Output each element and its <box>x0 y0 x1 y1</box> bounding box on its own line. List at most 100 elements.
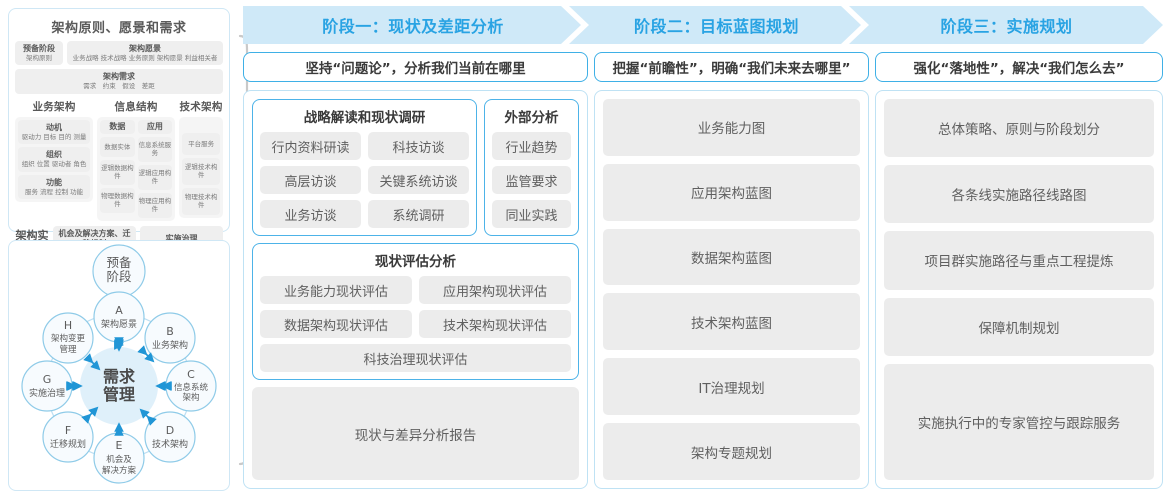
adm-center-line2: 管理 <box>103 385 135 404</box>
adm-cycle-panel: 预备 阶段 需求 管理 A 架构愿景 B 业务架构 C 信息系统 架构 <box>8 240 230 491</box>
togaf-biz-g2-title: 功能 <box>46 177 63 187</box>
togaf-top-row: 预备阶段 架构原则 架构愿景 业务战略 技术战略 业务原则 架构愿景 利益相关者 <box>15 41 223 66</box>
phase-2-item[interactable]: 业务能力图 <box>603 99 860 156</box>
phase-3-item[interactable]: 项目群实施路径与重点工程提炼 <box>884 231 1154 290</box>
phase-2-item[interactable]: IT治理规划 <box>603 358 860 416</box>
togaf-col-info-head: 信息结构 <box>114 100 158 113</box>
adm-node-g-key: G <box>43 373 52 386</box>
assessment-chip[interactable]: 业务能力现状评估 <box>260 276 412 304</box>
togaf-biz-group: 功能 服务 流程 控制 功能 <box>18 174 91 200</box>
phase-2-slogan: 把握“前瞻性”，明确“我们未来去哪里” <box>594 52 869 82</box>
togaf-prep-cell: 预备阶段 架构原则 <box>15 41 63 66</box>
assessment-card: 现状评估分析 业务能力现状评估 应用架构现状评估 数据架构现状评估 技术架构现状… <box>252 243 579 380</box>
assessment-chip[interactable]: 数据架构现状评估 <box>260 310 412 338</box>
togaf-requirements-cell: 架构需求 需求 约束 假设 差距 <box>15 69 223 94</box>
research-chip[interactable]: 业务访谈 <box>260 200 361 228</box>
phase-2-column: 把握“前瞻性”，明确“我们未来去哪里” 业务能力图 应用架构蓝图 数据架构蓝图 … <box>594 52 869 489</box>
togaf-three-columns: 业务架构 动机 驱动力 目标 目的 测量 组织 组织 位置 驱动者 角色 <box>15 99 223 221</box>
phase-1-column: 坚持“问题论”，分析我们当前在哪里 战略解读和现状调研 行内资料研读 科技访谈 … <box>243 52 588 489</box>
phase-3-item[interactable]: 实施执行中的专家管控与跟踪服务 <box>884 363 1154 481</box>
left-reference-column: 架构原则、愿景和需求 预备阶段 架构原则 架构愿景 业务战略 技术战略 业务原则… <box>8 8 254 491</box>
research-row: 高层访谈 关键系统访谈 <box>260 166 469 194</box>
phase-3-body: 总体策略、原则与阶段划分 各条线实施路径线路图 项目群实施路径与重点工程提炼 保… <box>875 90 1163 489</box>
adm-spokes-extra <box>66 345 172 391</box>
phase-2-item[interactable]: 技术架构蓝图 <box>603 293 860 351</box>
adm-prep-line2: 阶段 <box>106 269 131 284</box>
togaf-biz-g2-sub: 服务 流程 控制 功能 <box>24 187 84 196</box>
research-card: 战略解读和现状调研 行内资料研读 科技访谈 高层访谈 关键系统访谈 业务访谈 系… <box>252 99 477 236</box>
togaf-biz-g1-sub: 组织 位置 驱动者 角色 <box>21 160 87 169</box>
research-card-title: 战略解读和现状调研 <box>303 110 426 126</box>
adm-node-h-label2: 管理 <box>59 344 77 355</box>
phase-2-item-list: 业务能力图 应用架构蓝图 数据架构蓝图 技术架构蓝图 IT治理规划 架构专题规划 <box>603 99 860 480</box>
phase-1-body: 战略解读和现状调研 行内资料研读 科技访谈 高层访谈 关键系统访谈 业务访谈 系… <box>243 90 588 489</box>
togaf-info-app-item: 逻辑应用构件 <box>137 164 173 190</box>
gap-analysis-report-chip[interactable]: 现状与差异分析报告 <box>252 387 579 480</box>
adm-node-c-label2: 架构 <box>182 392 199 403</box>
phase-3-item[interactable]: 保障机制规划 <box>884 297 1154 356</box>
external-chip[interactable]: 同业实践 <box>492 200 571 228</box>
phase-2-item[interactable]: 架构专题规划 <box>603 423 860 480</box>
togaf-biz-group: 动机 驱动力 目标 目的 测量 <box>18 119 91 145</box>
research-chip[interactable]: 关键系统访谈 <box>368 166 469 194</box>
adm-node-c-key: C <box>187 368 195 381</box>
phase-1-slogan: 坚持“问题论”，分析我们当前在哪里 <box>243 52 588 82</box>
chevron-separator-2 <box>841 6 869 44</box>
togaf-info-data-item: 物理数据构件 <box>100 187 135 213</box>
togaf-tech-item: 逻辑技术构件 <box>182 157 220 185</box>
phase-3-item[interactable]: 各条线实施路径线路图 <box>884 165 1154 224</box>
togaf-prep-title: 预备阶段 <box>23 44 55 53</box>
togaf-col-tech-head: 技术架构 <box>179 100 223 113</box>
assessment-chip[interactable]: 科技治理现状评估 <box>260 344 571 372</box>
adm-node-a <box>93 291 145 343</box>
adm-node-b-key: B <box>166 325 174 338</box>
external-chip[interactable]: 监管要求 <box>492 166 571 194</box>
research-chip[interactable]: 系统调研 <box>368 200 469 228</box>
research-chip[interactable]: 行内资料研读 <box>260 132 361 160</box>
adm-node-d <box>144 411 196 463</box>
adm-node-e-key: E <box>116 439 123 452</box>
chevron-separator-1 <box>561 6 589 44</box>
togaf-info-subcol-app: 应用 信息系统服务 逻辑应用构件 物理应用构件 <box>137 119 173 218</box>
assessment-row: 业务能力现状评估 应用架构现状评估 <box>260 276 571 304</box>
adm-node-h <box>42 312 94 364</box>
togaf-info-data-item: 数据实体 <box>100 136 135 157</box>
research-chip[interactable]: 高层访谈 <box>260 166 361 194</box>
togaf-biz-g0-sub: 驱动力 目标 目的 测量 <box>21 132 87 141</box>
external-card-title: 外部分析 <box>504 110 559 126</box>
external-chip[interactable]: 行业趋势 <box>492 132 571 160</box>
phase-1-top-split: 战略解读和现状调研 行内资料研读 科技访谈 高层访谈 关键系统访谈 业务访谈 系… <box>252 99 579 236</box>
adm-cycle-svg: 预备 阶段 需求 管理 A 架构愿景 B 业务架构 C 信息系统 架构 <box>21 244 217 484</box>
adm-node-h-label: 架构变更 <box>51 333 86 344</box>
adm-node-a-label: 架构愿景 <box>101 318 137 330</box>
togaf-info-app-item: 物理应用构件 <box>137 192 173 218</box>
phase-2-item[interactable]: 应用架构蓝图 <box>603 163 860 221</box>
togaf-tech-item: 物理技术构件 <box>182 187 220 215</box>
togaf-tech-item: 平台服务 <box>182 132 220 155</box>
phase-3-item[interactable]: 总体策略、原则与阶段划分 <box>884 99 1154 158</box>
assessment-chip[interactable]: 应用架构现状评估 <box>419 276 571 304</box>
togaf-vision-title: 架构愿景 <box>129 44 161 53</box>
togaf-biz-group: 组织 组织 位置 驱动者 角色 <box>18 147 91 172</box>
phase-2-body: 业务能力图 应用架构蓝图 数据架构蓝图 技术架构蓝图 IT治理规划 架构专题规划 <box>594 90 869 489</box>
adm-node-e-label2: 解决方案 <box>102 465 137 476</box>
assessment-chip[interactable]: 技术架构现状评估 <box>419 310 571 338</box>
adm-center-line1: 需求 <box>103 367 136 386</box>
research-row: 行内资料研读 科技访谈 <box>260 132 469 160</box>
phase-3-column: 强化“落地性”，解决“我们怎么去” 总体策略、原则与阶段划分 各条线实施路径线路… <box>875 52 1163 489</box>
adm-node-g <box>21 360 73 412</box>
togaf-info-app-item: 信息系统服务 <box>137 136 173 162</box>
research-row: 业务访谈 系统调研 <box>260 200 469 228</box>
adm-node-a-key: A <box>115 304 123 317</box>
togaf-column-information: 信息结构 数据 数据实体 逻辑数据构件 <box>97 99 176 221</box>
togaf-req-title: 架构需求 <box>103 72 135 82</box>
togaf-col-business-head: 业务架构 <box>32 100 76 113</box>
research-chip[interactable]: 科技访谈 <box>368 132 469 160</box>
togaf-biz-g0-title: 动机 <box>46 122 63 132</box>
togaf-vision-cell: 架构愿景 业务战略 技术战略 业务原则 架构愿景 利益相关者 <box>67 41 223 66</box>
togaf-info-data-head: 数据 <box>100 119 135 134</box>
phase-2-item[interactable]: 数据架构蓝图 <box>603 228 860 286</box>
adm-node-f-key: F <box>65 424 71 437</box>
assessment-card-title: 现状评估分析 <box>375 254 456 270</box>
